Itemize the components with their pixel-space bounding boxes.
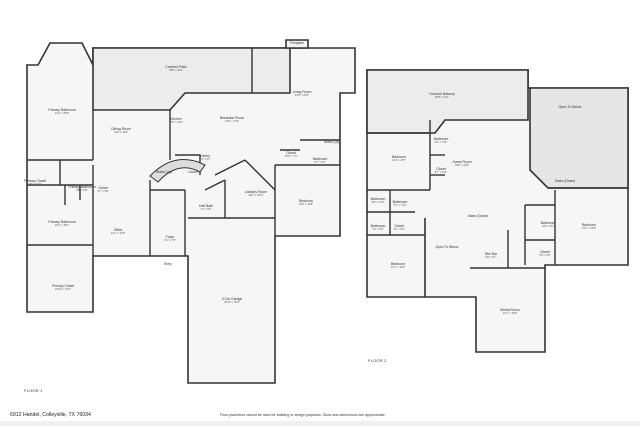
floor-1-outline [26, 42, 356, 384]
room-dimensions: 13'7" x 16'8" [582, 226, 596, 230]
room-name: Closet [188, 170, 198, 174]
room-name: Dining Room [111, 127, 131, 131]
room-name: Bedroom [392, 155, 406, 159]
room-name: Covered Balcony [429, 92, 455, 96]
room-name: Game Room [452, 160, 471, 164]
room-name: Closet [286, 151, 296, 155]
room-dimensions: 13'6" x 10'11" [248, 193, 264, 197]
fireplace [285, 39, 309, 49]
room-name: Primary Bathroom [68, 185, 95, 189]
walls [26, 39, 629, 384]
interior-wall [204, 179, 226, 191]
disclaimer: Floor plans/tour cannot be used for buil… [220, 413, 386, 417]
stairs-up [149, 159, 206, 183]
room-name: Covered Patio [165, 65, 187, 69]
room-dimensions: 6'8" x 5'10" [372, 200, 385, 204]
room-dimensions: 3'7" x 3'8" [97, 189, 108, 193]
room-dimensions: 38'8" x 11'0" [169, 68, 183, 72]
room-dimensions: 18'8" x 22'8" [455, 163, 469, 167]
room-dimensions: 9'1" x 7'8" [164, 238, 175, 242]
room-dimensions: 7'3" x 6'7" [199, 157, 210, 161]
room-dimensions: 17'6" x 23'0" [169, 120, 183, 124]
room-name: Half Bath [199, 204, 213, 208]
room-dimensions: 14'4" x 15'7" [392, 158, 406, 162]
room-dimensions: 5'4" x 6'6" [372, 227, 383, 231]
room-name: Primary Bathroom [48, 108, 75, 112]
room-dimensions: 15'1" x 18'3" [55, 223, 69, 227]
room-name: Bathroom [371, 224, 386, 228]
room-name: Bathroom [434, 137, 449, 141]
room-name: Closet [98, 186, 108, 190]
floor-2-label: FLOOR 2 [368, 358, 387, 363]
room-name: Breakfast Room [220, 116, 244, 120]
room-name: Stairs (Up) [324, 140, 340, 144]
room-dimensions: 9'8" x 9'7" [485, 255, 496, 259]
interior-wall [244, 159, 276, 191]
room-name: Bathroom [541, 221, 556, 225]
room-name: Office [114, 228, 123, 232]
room-name: Stairs (Down) [468, 214, 489, 218]
room-dimensions: 21'8" x 24'6" [295, 93, 309, 97]
room-name: Kitchen [170, 117, 181, 121]
interior-wall [214, 159, 246, 176]
room-dimensions: 20'10" x 40'9" [224, 300, 240, 304]
room-name: Stairs (Down) [555, 179, 576, 183]
room-dimensions: 5'5" x 6'10" [29, 182, 42, 186]
room-name: Primary Closet [52, 284, 74, 288]
room-dimensions: 16'8" x 16'8" [299, 202, 313, 206]
room-dimensions: 6'8" x 6'5" [542, 224, 553, 228]
room-name: Wet Bar [485, 252, 498, 256]
room-dimensions: 14'1" x 13'8" [111, 231, 125, 235]
room-name: Stairs (Up) [156, 170, 172, 174]
room-name: 3 Car Garage [222, 297, 243, 301]
room-name: Pantry [200, 154, 210, 158]
room-name: Foyer [166, 235, 176, 239]
room-dimensions: 4'5" x 6'0" [393, 227, 404, 231]
property-address: 6912 Handel, Colleyville, TX 76034 [10, 412, 91, 418]
room-name: Primary Closet [24, 179, 46, 183]
room-name: Laundry Room [245, 190, 267, 194]
room-name: Bathroom [393, 200, 408, 204]
room-name: Fireplace [290, 41, 304, 45]
footer-bar [0, 421, 640, 426]
room-name: Closet [436, 167, 446, 171]
room-dimensions: 14'4" x 26'8" [55, 111, 69, 115]
open-to-below-1 [529, 87, 629, 189]
room-name: Open To Below [559, 105, 582, 109]
room-dimensions: 14'0" x 16'6" [114, 130, 128, 134]
room-dimensions: 6'9" x 5'9" [539, 253, 550, 257]
room-name: Bedroom [391, 262, 405, 266]
room-dimensions: 9'8" x 5'8" [76, 188, 87, 192]
room-dimensions: 14'7" x 15'6" [391, 265, 405, 269]
room-dimensions: 18'10" x 13'3" [55, 287, 71, 291]
room-name: Living Room [293, 90, 312, 94]
room-dimensions: 6'3" x 7'10" [435, 140, 448, 144]
room-dimensions: 14'7" x 19'8" [503, 311, 517, 315]
room-dimensions: 10'5" x 7'0" [285, 154, 298, 158]
room-dimensions: 13'6" x 17'9" [225, 119, 239, 123]
room-name: Open To Below [436, 245, 459, 249]
room-dimensions: 5'7" x 6'11" [435, 170, 448, 174]
floor-1-label: FLOOR 1 [24, 388, 43, 393]
room-name: Closet [540, 250, 550, 254]
room-name: Closet [394, 224, 404, 228]
room-name: Primary Bathroom [48, 220, 75, 224]
room-dimensions: 6'7" x 7'10" [394, 203, 407, 207]
room-dimensions: 38'8" x 11'1" [435, 95, 449, 99]
room-name: Media Room [500, 308, 519, 312]
room-name: Bedroom [299, 199, 313, 203]
room-name: Entry [164, 262, 172, 266]
room-name: Bathroom [371, 197, 386, 201]
room-name: Bathroom [313, 157, 328, 161]
room-name: Bedroom [582, 223, 596, 227]
room-dimensions: 8'7" x 5'9" [314, 160, 325, 164]
room-dimensions: 7'4" x 5'6" [200, 207, 211, 211]
